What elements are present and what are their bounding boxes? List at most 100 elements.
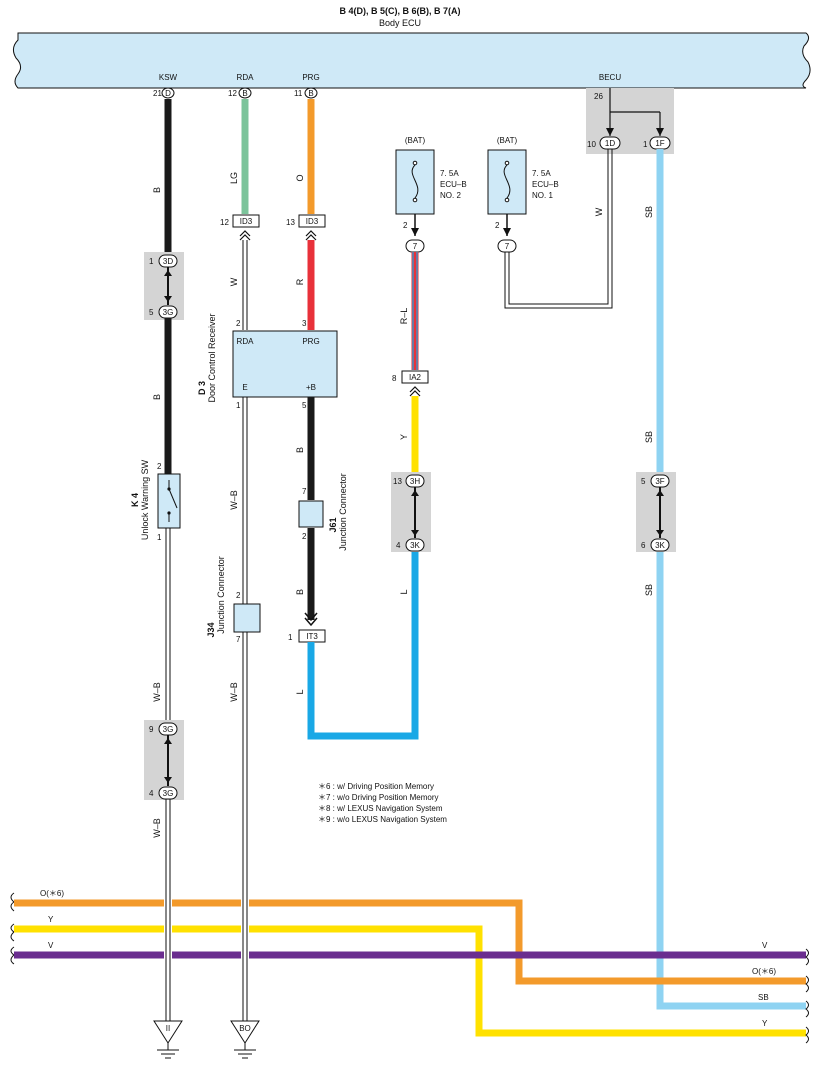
fuse2-name: ECU–B	[440, 180, 467, 189]
bus-sb-right: SB	[758, 993, 769, 1002]
j3d-pin: 1	[149, 257, 154, 266]
diagram-title: B 4(D), B 5(C), B 6(B), B 7(A)	[340, 6, 461, 16]
rcv-b-label: +B	[306, 383, 316, 392]
note-8: ＊8 : w/ LEXUS Navigation System	[318, 804, 443, 813]
it3-pin: 1	[288, 633, 293, 642]
d3-door-control-receiver	[232, 330, 338, 398]
rcv-rda-label: RDA	[237, 337, 255, 346]
wire-label-wb1: W–B	[152, 682, 162, 702]
note-9: ＊9 : w/o LEXUS Navigation System	[318, 815, 447, 824]
k4-unlock-warning-switch	[157, 473, 181, 529]
wire-l-loop	[307, 552, 419, 740]
j3g-a-conn: 3G	[163, 725, 174, 734]
k4-name: Unlock Warning SW	[140, 459, 150, 540]
ground-ii-label: II	[166, 1024, 170, 1033]
j34-pin-top: 2	[236, 591, 241, 600]
j3k-pin: 4	[396, 541, 401, 550]
note-6: ＊6 : w/ Driving Position Memory	[318, 782, 434, 791]
j3h-conn: 3H	[410, 477, 420, 486]
bus-o-left: O(＊6)	[40, 889, 64, 898]
j3g-b-conn: 3G	[163, 789, 174, 798]
rcv-pin-rda: 2	[236, 319, 241, 328]
ksw-pin: 21	[153, 89, 162, 98]
j61-id: J61	[328, 517, 338, 532]
j34-junction-connector	[233, 603, 261, 633]
rcv-pin-b: 5	[302, 401, 307, 410]
wire-label-y1: Y	[399, 434, 409, 440]
j3k2-conn: 3K	[655, 541, 665, 550]
bus-o-right: O(＊6)	[752, 967, 776, 976]
j3g-top-conn: 3G	[163, 308, 174, 317]
it3-conn: IT3	[306, 632, 318, 641]
becu-label: BECU	[599, 73, 621, 82]
wire-label-wb3: W–B	[229, 490, 239, 510]
bus-y-right: Y	[762, 1019, 768, 1028]
k4-id: K 4	[130, 493, 140, 507]
ground-ii-symbol	[153, 1020, 183, 1044]
wire-label-l2: L	[399, 589, 409, 594]
fuse2-conn: 7	[413, 242, 418, 251]
j3h-pin: 13	[393, 477, 402, 486]
j3k-conn: 3K	[410, 541, 420, 550]
k4-pin-bot: 1	[157, 533, 162, 542]
rcv-pin-prg: 3	[302, 319, 307, 328]
d3-id: D 3	[197, 381, 207, 395]
wire-o-bus	[14, 899, 806, 985]
wire-label-b4: B	[295, 589, 305, 595]
note-7: ＊7 : w/o Driving Position Memory	[318, 793, 438, 802]
j61-pin-top: 7	[302, 487, 307, 496]
j3d-conn: 3D	[163, 257, 173, 266]
wire-label-l1: L	[295, 689, 305, 694]
ground-bo-label: BO	[239, 1024, 251, 1033]
rda-pin: 12	[228, 89, 237, 98]
j34-id: J34	[206, 622, 216, 637]
id3b-conn: ID3	[306, 217, 319, 226]
ground-bo-symbol	[230, 1020, 260, 1044]
j3k2-pin: 6	[641, 541, 646, 550]
wire-label-w1: W	[229, 277, 239, 286]
fuse1-name: ECU–B	[532, 180, 559, 189]
wire-label-sb2: SB	[644, 431, 654, 443]
ksw-label: KSW	[159, 73, 178, 82]
wire-label-o: O	[295, 174, 305, 181]
body-ecu-block	[12, 32, 811, 89]
becu-a-pin: 10	[587, 140, 596, 149]
j34-pin-bot: 7	[236, 635, 241, 644]
j3g-b-pin: 4	[149, 789, 154, 798]
bus-v-left: V	[48, 941, 54, 950]
ia2-conn: IA2	[409, 373, 422, 382]
wire-label-b2: B	[152, 394, 162, 400]
j3g-top-pin: 5	[149, 308, 154, 317]
wire-label-sb1: SB	[644, 206, 654, 218]
fuse1-rating: 7. 5A	[532, 169, 551, 178]
becu-a-conn: 1D	[605, 139, 615, 148]
j61-junction-connector	[298, 500, 324, 528]
wire-label-wb4: W–B	[229, 682, 239, 702]
rda-terminal	[238, 87, 252, 99]
fuse1-no: NO. 1	[532, 191, 553, 200]
fuse1-conn: 7	[505, 242, 510, 251]
wire-label-lg: LG	[229, 172, 239, 184]
wire-label-wb2: W–B	[152, 818, 162, 838]
id3a-conn: ID3	[240, 217, 253, 226]
d3-name: Door Control Receiver	[207, 313, 217, 402]
ksw-terminal	[161, 87, 175, 99]
k4-pin-top: 2	[157, 462, 162, 471]
j3f-conn: 3F	[655, 477, 664, 486]
fuse2-rating: 7. 5A	[440, 169, 459, 178]
fuse-ecu-b-no1	[487, 149, 527, 215]
becu-b-conn: 1F	[655, 139, 664, 148]
j3f-pin: 5	[641, 477, 646, 486]
j61-pin-bot: 2	[302, 532, 307, 541]
ksw-conn: D	[165, 89, 171, 98]
becu-b-pin: 1	[643, 140, 648, 149]
fuse1-bat: (BAT)	[497, 136, 518, 145]
j61-name: Junction Connector	[338, 473, 348, 551]
fuse-ecu-b-no2	[395, 149, 435, 215]
wire-sb-bus	[656, 552, 806, 1010]
prg-conn: B	[308, 89, 313, 98]
wire-label-sb3: SB	[644, 584, 654, 596]
fuse2-pin: 2	[403, 221, 408, 230]
rcv-e-label: E	[242, 383, 247, 392]
